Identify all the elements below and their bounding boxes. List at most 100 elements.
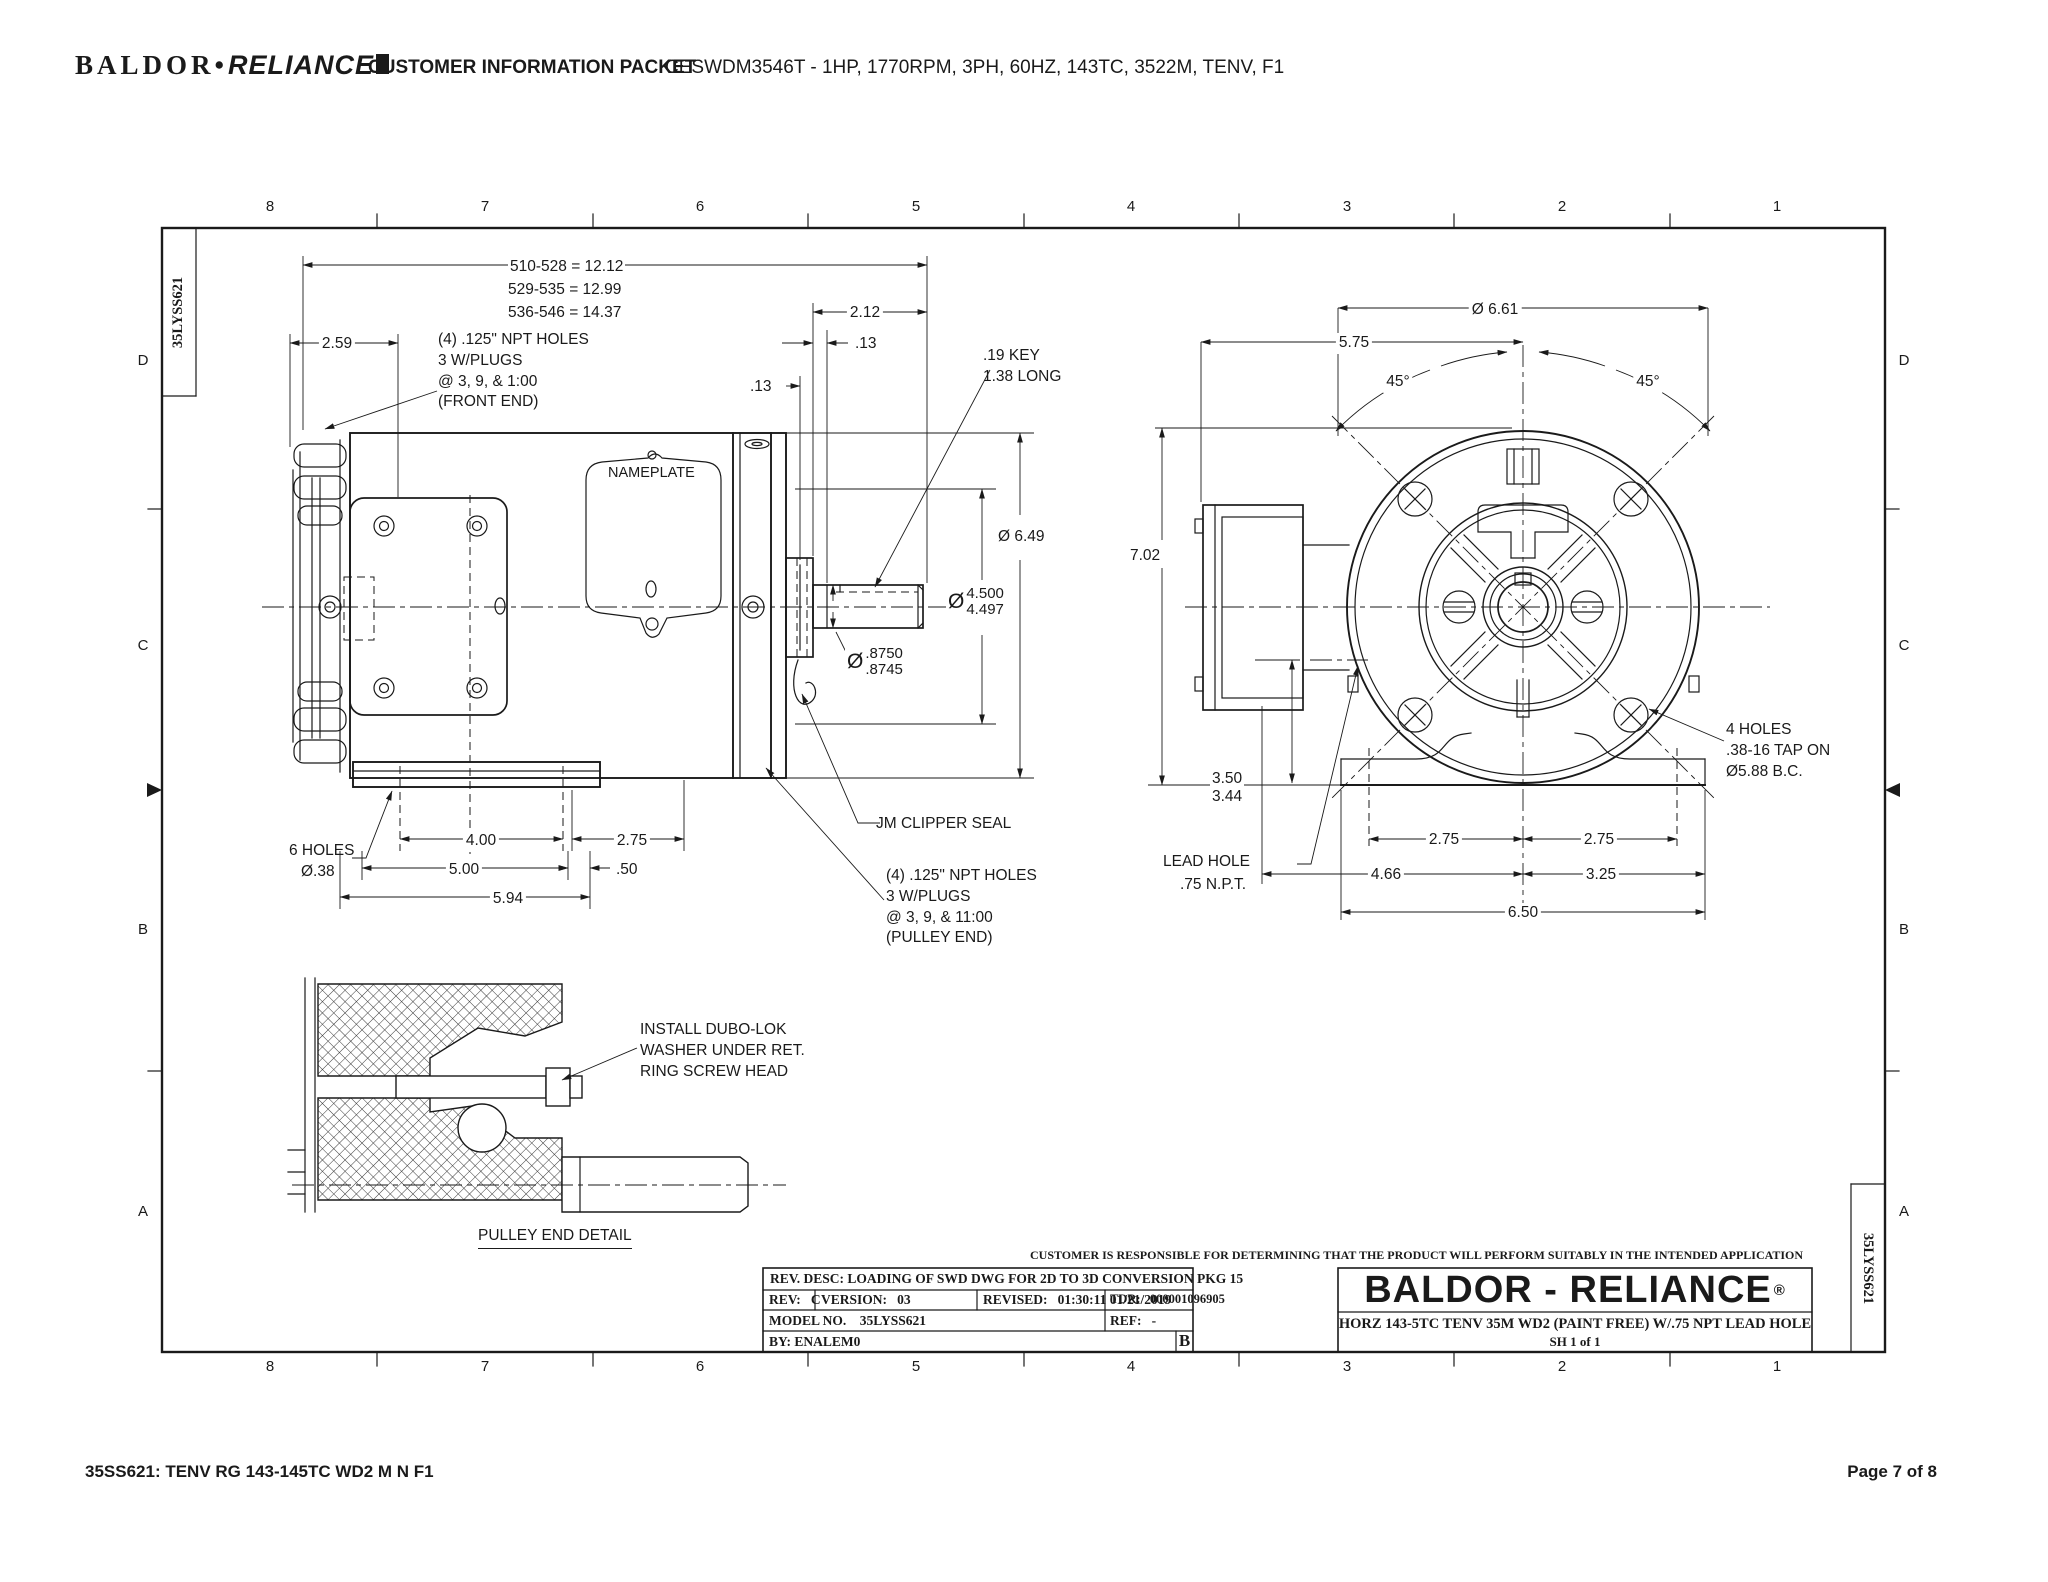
tb-drawing-title: HORZ 143-5TC TENV 35M WD2 (PAINT FREE) W… [1338,1316,1812,1332]
tb-rev-desc: REV. DESC: LOADING OF SWD DWG FOR 2D TO … [770,1271,1244,1286]
tb-sheet-of: SH 1 of 1 [1549,1334,1601,1349]
zone-col-bot-5: 5 [911,1358,921,1375]
zone-row-left-b: B [137,921,148,938]
dim-2-75-right: 2.75 [1580,830,1618,851]
zone-row-left-c: C [137,637,149,654]
tab-code-text: 35LYSS621 [170,276,187,348]
front-view-linework [1185,345,1770,918]
zone-col-top-2: 2 [1557,198,1567,215]
zone-col-top-5: 5 [911,198,921,215]
dim-5-94: 5.94 [489,889,527,910]
dim-13-upper: .13 [853,334,879,355]
tb-tdr: TDR: 000001096905 [1110,1292,1225,1306]
tb-by: BY: ENALEM0 [769,1334,861,1349]
sheet-tabs [161,227,1886,1353]
zone-col-top-8: 8 [265,198,275,215]
dim-2-75-left: 2.75 [1425,830,1463,851]
dim-overall-line2: 529-535 = 12.99 [508,281,622,298]
zone-col-bot-1: 1 [1772,1358,1782,1375]
zone-row-right-b: B [1898,921,1909,938]
side-view-linework [262,432,958,855]
label-nameplate: NAMEPLATE [608,465,695,481]
dim-6-50: 6.50 [1504,903,1542,924]
dim-4-00: 4.00 [462,831,500,852]
zone-col-bot-6: 6 [695,1358,705,1375]
dim-overall-line3: 536-546 = 14.37 [508,304,622,321]
dim-45-right: 45° [1633,372,1663,393]
packet-title: CUSTOMER INFORMATION PACKET [368,57,697,78]
zone-row-left-a: A [137,1203,148,1220]
side-view-dimensions [289,256,1034,909]
title-block-lines [762,1267,1813,1353]
note-jm-clipper-seal: JM CLIPPER SEAL [876,815,1012,832]
tb-ref: REF: - [1110,1313,1157,1328]
tb-revised: REVISED: 01:30:11 01/21/2019 [983,1292,1172,1307]
zone-col-bot-7: 7 [480,1358,490,1375]
sheet-tab-bottom-right: 35LYSS621 [1851,1184,1885,1352]
dim-dia-6-61: Ø 6.61 [1468,300,1522,321]
zone-col-bot-4: 4 [1126,1358,1136,1375]
zone-col-top-1: 1 [1772,198,1782,215]
zone-row-right-c: C [1898,637,1910,654]
centering-arrow-right-icon [1885,783,1900,797]
dim-shaft-dia: Ø .8750.8745 [845,645,905,679]
sheet-tab-top-left: 35LYSS621 [162,228,196,396]
tb-size-letter: B [1178,1331,1191,1350]
zone-col-top-4: 4 [1126,198,1136,215]
dim-13-lower: .13 [748,377,774,398]
logo-reliance: RELIANCE [227,50,374,80]
registered-mark: ® [1773,1281,1786,1299]
baldor-reliance-logo: BALDOR•RELIANCE [75,50,389,81]
disclaimer-note: CUSTOMER IS RESPONSIBLE FOR DETERMINING … [1030,1248,1804,1262]
tab-code-text: 35LYSS621 [1860,1232,1877,1304]
tb-rev: REV: C [769,1292,821,1307]
dim-dia-6-49: Ø 6.49 [996,527,1047,548]
dim-45-left: 45° [1383,372,1413,393]
note-lead-hole-1: LEAD HOLE [1163,853,1251,870]
dim-2-12: 2.12 [846,303,884,324]
tb-company-name: BALDOR - RELIANCE [1364,1268,1772,1311]
zone-col-top-6: 6 [695,198,705,215]
zone-col-bot-3: 3 [1342,1358,1352,1375]
logo-dot: • [214,50,228,80]
motor-spec-line: CESWDM3546T - 1HP, 1770RPM, 3PH, 60HZ, 1… [665,57,1285,78]
logo-mark-icon [375,54,389,74]
dim-overall-line1: 510-528 = 12.12 [508,257,626,278]
logo-baldor: BALDOR [75,50,215,80]
zone-row-left-d: D [137,352,149,369]
centering-arrow-left-icon [147,783,162,797]
zone-col-top-7: 7 [480,198,490,215]
zone-col-bot-2: 2 [1557,1358,1567,1375]
dim-7-02: 7.02 [1128,546,1163,567]
dim-4-66: 4.66 [1367,865,1405,886]
dim-2-59: 2.59 [318,334,356,355]
dim-50: .50 [614,860,640,881]
footer-doc-code: 35SS621: TENV RG 143-145TC WD2 M N F1 [85,1462,434,1481]
dim-5-00: 5.00 [445,860,483,881]
detail-caption: PULLEY END DETAIL [478,1226,632,1249]
phi-symbol: Ø [948,590,965,614]
zone-row-right-a: A [1898,1203,1909,1220]
pulley-end-detail-linework [287,977,786,1213]
tb-version: VERSION: 03 [821,1292,911,1307]
tb-model-no: MODEL NO. 35LYSS621 [769,1313,927,1328]
dim-3-25: 3.25 [1582,865,1620,886]
front-view-dimensions [1148,305,1725,920]
zone-row-right-d: D [1898,352,1910,369]
tb-company: BALDOR - RELIANCE® [1338,1268,1812,1312]
dim-5-75: 5.75 [1335,333,1373,354]
footer-page-number: Page 7 of 8 [1847,1462,1937,1481]
dim-2-75-side: 2.75 [613,831,651,852]
zone-col-bot-8: 8 [265,1358,275,1375]
phi-symbol: Ø [847,650,864,674]
note-lead-hole-2: .75 N.P.T. [1180,876,1247,893]
